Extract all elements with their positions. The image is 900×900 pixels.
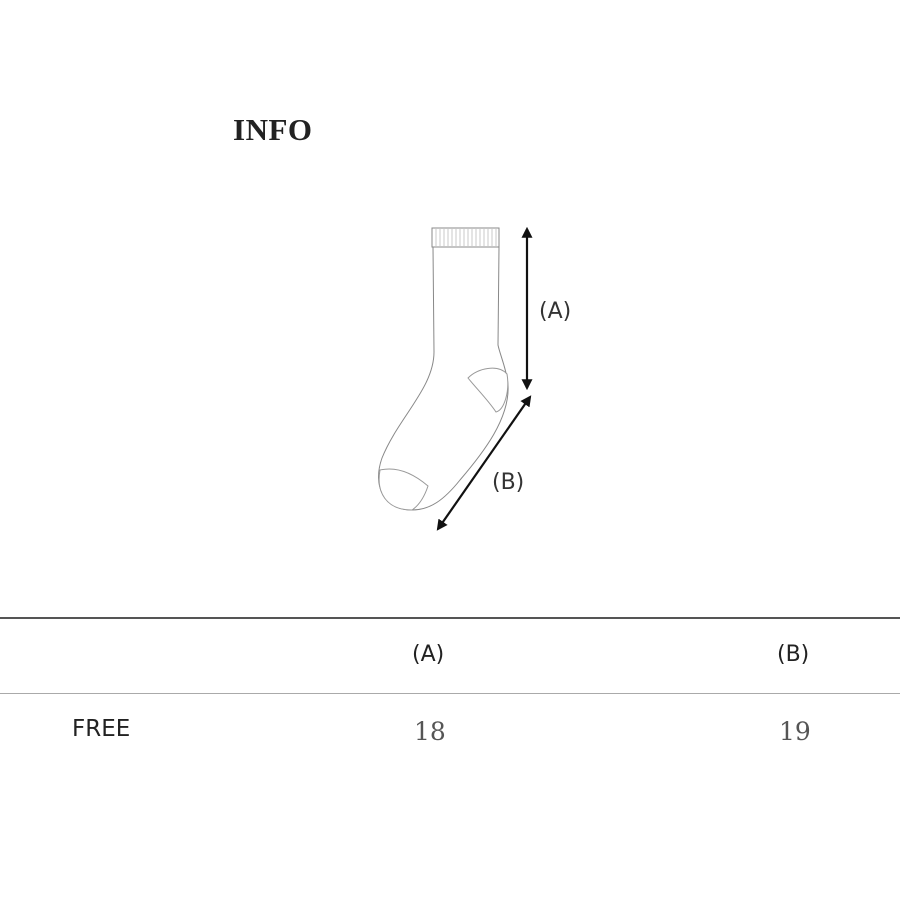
table-header-divider xyxy=(0,693,900,694)
arrow-b xyxy=(436,395,532,531)
label-b: (B) xyxy=(492,470,524,495)
page-title: INFO xyxy=(233,112,313,147)
sock-outline xyxy=(378,227,509,511)
sock-toe xyxy=(378,468,429,511)
table-header-b: (B) xyxy=(777,642,810,667)
row-value-b: 19 xyxy=(779,717,811,746)
dimension-a: (A) xyxy=(521,226,571,391)
dimension-b: (B) xyxy=(436,395,532,531)
sock-cuff xyxy=(431,227,500,248)
table-header-a: (A) xyxy=(412,642,445,667)
sock-size-diagram: (A) (B) xyxy=(378,226,571,531)
row-size-label: FREE xyxy=(72,716,131,742)
label-a: (A) xyxy=(539,299,571,324)
row-value-a: 18 xyxy=(414,717,446,746)
table-top-rule xyxy=(0,617,900,619)
sock-cuff-ribbing xyxy=(435,229,497,246)
